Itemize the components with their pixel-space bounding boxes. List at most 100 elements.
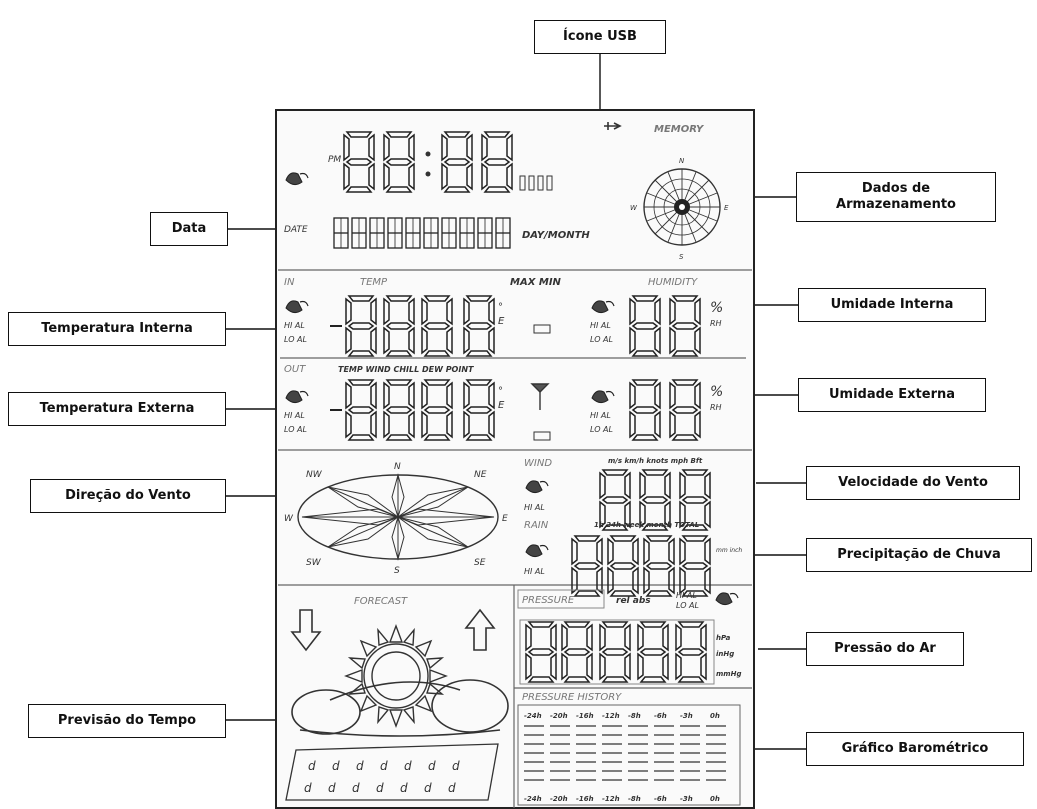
lcd-humidity-label: HUMIDITY — [648, 277, 698, 288]
outdoor-sensor-icon — [530, 383, 550, 410]
storage-compass: N E S W — [630, 157, 729, 261]
usb-icon — [604, 122, 622, 130]
callout-outdoor-humidity: Umidade Externa — [798, 378, 986, 412]
lcd-wind-units: m/s km/h knots mph Bft — [608, 457, 703, 465]
callout-baro-graph: Gráfico Barométrico — [806, 732, 1024, 766]
forecast-down-arrow — [290, 609, 322, 652]
history-bottom-6: -3h — [680, 795, 693, 803]
lcd-in-rh: RH — [710, 319, 722, 328]
svg-text:°: ° — [498, 386, 503, 397]
history-bottom-0: -24h — [524, 795, 542, 803]
pressure-digits — [519, 619, 715, 685]
lcd-day-month-label: DAY/MONTH — [522, 230, 590, 241]
history-top-2: -16h — [576, 712, 594, 720]
history-top-3: -12h — [602, 712, 620, 720]
lcd-pressure-label: PRESSURE — [522, 595, 575, 606]
lcd-rain-hi-al: HI AL — [524, 567, 545, 576]
svg-text:d: d — [308, 759, 316, 773]
callout-storage-line1: Dados de — [861, 180, 931, 196]
compass-sw: SW — [306, 558, 322, 568]
callout-usb-icon-label: Ícone USB — [563, 28, 637, 44]
callout-indoor-temp-label: Temperatura Interna — [41, 320, 193, 336]
indoor-humidity-digits: % RH — [629, 295, 723, 357]
time-digits — [343, 131, 553, 193]
history-bottom-2: -16h — [576, 795, 594, 803]
history-top-5: -6h — [654, 712, 667, 720]
lcd-wind-label: WIND — [524, 458, 552, 469]
history-top-labels: -24h -20h -16h -12h -8h -6h -3h 0h — [524, 712, 720, 720]
callout-rain: Precipitação de Chuva — [806, 538, 1032, 572]
compass-w: W — [284, 514, 294, 524]
history-bottom-4: -8h — [628, 795, 641, 803]
svg-text:d: d — [352, 781, 360, 795]
history-top-1: -20h — [550, 712, 568, 720]
compass-e: E — [502, 514, 508, 524]
callout-outdoor-temp-label: Temperatura Externa — [39, 400, 195, 416]
svg-text:°: ° — [498, 302, 503, 313]
callout-storage: Dados de Armazenamento — [796, 172, 996, 222]
svg-text:d: d — [400, 781, 408, 795]
compass-n: N — [394, 462, 401, 472]
lcd-press-hi-al: HI AL — [676, 591, 697, 600]
outdoor-temp-digits: ° E — [330, 379, 505, 441]
callout-wind-direction: Direção do Vento — [30, 479, 226, 513]
storage-compass-n: N — [679, 157, 685, 165]
lcd-in-hum-lo-al: LO AL — [590, 335, 613, 344]
lcd-rain-label: RAIN — [524, 520, 549, 531]
lcd-out-rh: RH — [710, 403, 722, 412]
svg-text:E: E — [498, 316, 505, 327]
forecast-rain-icon: d d d d d d d d d d d d d d — [285, 743, 499, 801]
callout-pressure: Pressão do Ar — [806, 632, 964, 666]
history-top-6: -3h — [680, 712, 693, 720]
lcd-press-lo-al: LO AL — [676, 601, 699, 610]
wind-direction-rose: N NE E SE S SW W NW — [284, 462, 508, 576]
callout-forecast-label: Previsão do Tempo — [57, 712, 197, 728]
history-bottom-labels: -24h -20h -16h -12h -8h -6h -3h 0h — [524, 795, 720, 803]
callout-wind-direction-label: Direção do Vento — [65, 487, 191, 503]
history-top-4: -8h — [628, 712, 641, 720]
forecast-sun-icon — [344, 624, 448, 728]
callout-outdoor-humidity-label: Umidade Externa — [828, 386, 956, 402]
compass-nw: NW — [306, 470, 323, 480]
history-bottom-7: 0h — [710, 795, 720, 803]
svg-text:%: % — [710, 300, 723, 316]
callout-rain-label: Precipitação de Chuva — [837, 546, 1001, 562]
lcd-out-label: OUT — [284, 364, 306, 375]
lcd-temp-label: TEMP — [360, 277, 388, 288]
history-bottom-1: -20h — [550, 795, 568, 803]
svg-text:%: % — [710, 384, 723, 400]
svg-text:d: d — [376, 781, 384, 795]
callout-forecast: Previsão do Tempo — [28, 704, 226, 738]
compass-se: SE — [474, 558, 486, 568]
svg-text:d: d — [332, 759, 340, 773]
lcd-wind-hi-al: HI AL — [524, 503, 545, 512]
callout-outdoor-temp: Temperatura Externa — [8, 392, 226, 426]
callout-indoor-humidity-label: Umidade Interna — [830, 296, 954, 312]
lcd-unit-inhg: inHg — [716, 650, 734, 658]
callout-date: Data — [150, 212, 228, 246]
lcd-max-min-label: MAX MIN — [510, 277, 562, 288]
history-bottom-5: -6h — [654, 795, 667, 803]
lcd-forecast-label: FORECAST — [354, 596, 408, 607]
lcd-out-hum-lo-al: LO AL — [590, 425, 613, 434]
storage-compass-e: E — [724, 204, 729, 212]
compass-ne: NE — [474, 470, 487, 480]
lcd-unit-mmhg: mmHg — [716, 670, 741, 678]
svg-text:d: d — [304, 781, 312, 795]
svg-text:d: d — [428, 759, 436, 773]
callout-storage-line2: Armazenamento — [836, 197, 956, 212]
lcd-pressure-history-label: PRESSURE HISTORY — [522, 692, 622, 703]
callout-date-label: Data — [171, 220, 207, 236]
svg-text:d: d — [424, 781, 432, 795]
outdoor-humidity-digits: % RH — [629, 379, 723, 441]
callout-baro-graph-label: Gráfico Barométrico — [841, 740, 989, 756]
lcd-in-label: IN — [284, 277, 295, 288]
svg-text:E: E — [498, 400, 505, 411]
lcd-mm-inch: mm inch — [716, 547, 742, 554]
lcd-unit-hpa: hPa — [716, 634, 731, 642]
callout-indoor-temp: Temperatura Interna — [8, 312, 226, 346]
svg-text:d: d — [328, 781, 336, 795]
history-top-0: -24h — [524, 712, 542, 720]
callout-usb-icon: Ícone USB — [534, 20, 666, 54]
callout-wind-speed-label: Velocidade do Vento — [838, 474, 988, 490]
